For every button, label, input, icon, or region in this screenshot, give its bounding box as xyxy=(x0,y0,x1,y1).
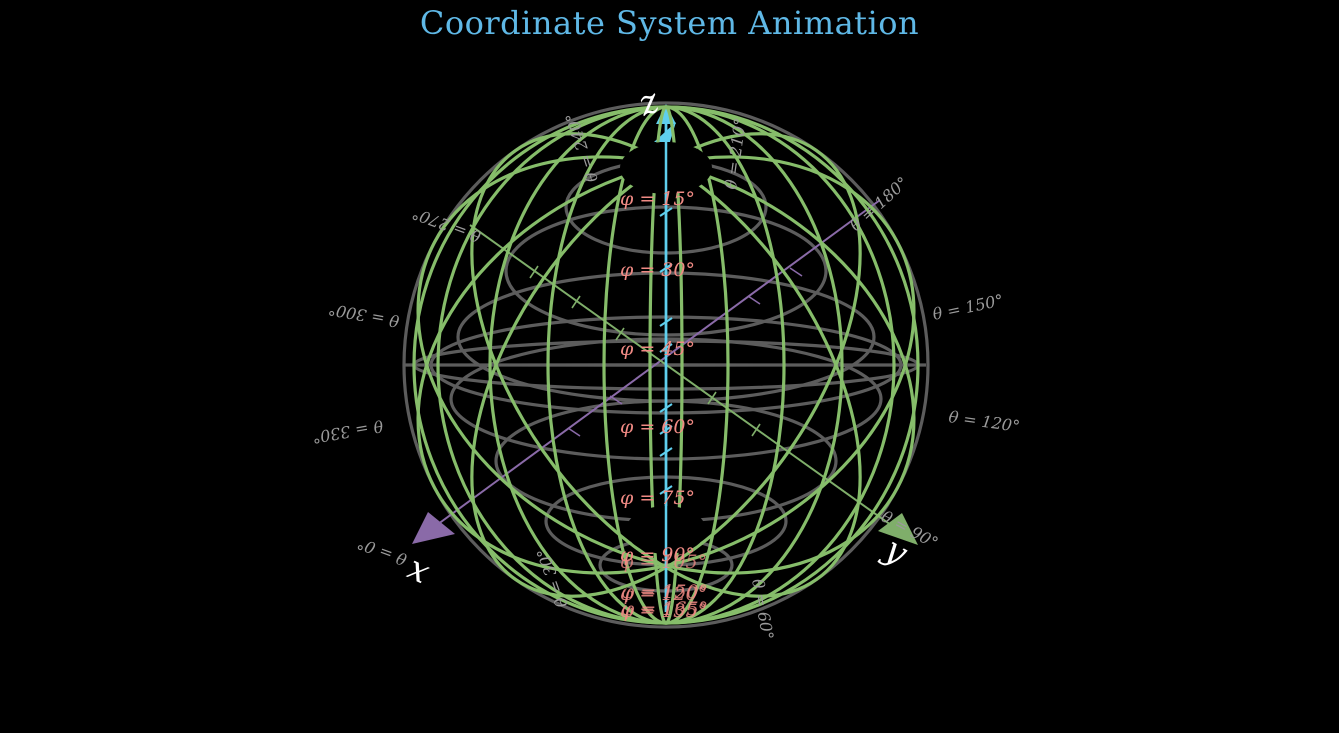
theta-label-120: θ = 120° xyxy=(947,407,1021,436)
x-axis-tick xyxy=(609,395,623,405)
y-axis-tick xyxy=(615,327,625,341)
meridian-grid xyxy=(412,105,920,625)
sphere-outline xyxy=(402,101,930,629)
phi-label-150: φ = 150° xyxy=(621,581,708,603)
tilted-great-circle xyxy=(416,155,916,575)
x-axis-tick xyxy=(789,267,803,277)
meridian-curve xyxy=(412,105,920,625)
phi-label-75: φ = 75° xyxy=(620,487,695,509)
tilted-great-circle xyxy=(416,155,916,575)
x-axis-line xyxy=(429,199,881,531)
y-axis-line xyxy=(469,224,899,531)
y-axis-label: y xyxy=(876,528,915,574)
tilted-great-circle xyxy=(470,132,862,598)
x-axis-tick xyxy=(747,295,761,305)
phi-label-90: φ = 90° xyxy=(620,544,695,566)
page-title: Coordinate System Animation xyxy=(419,4,920,42)
phi-label-45: φ = 45° xyxy=(620,338,695,360)
y-axis-tick xyxy=(707,391,717,405)
x-axis-tick xyxy=(567,427,581,437)
phi-label-30: φ = 30° xyxy=(620,259,695,281)
theta-label-330: θ = 330° xyxy=(311,416,385,447)
phi-label-165: φ = 165° xyxy=(621,598,708,620)
y-axis-arrowhead xyxy=(878,513,918,545)
phi-label-60: φ = 60° xyxy=(620,416,695,438)
theta-label-300: θ = 300° xyxy=(327,300,401,331)
x-axis-arrowhead xyxy=(412,512,455,544)
theta-label-60: θ = 60° xyxy=(748,577,777,641)
y-axis-tick xyxy=(751,423,761,437)
phi-label-15: φ = 15° xyxy=(620,188,695,210)
tilted-great-circle xyxy=(470,132,862,598)
phi-label-120: φ = 120° xyxy=(620,583,707,605)
phi-label-135: φ = 135° xyxy=(620,600,707,622)
phi-label-105: φ = 105° xyxy=(620,551,707,573)
theta-label-0: θ = 0° xyxy=(355,534,410,569)
theta-label-240: θ = 240° xyxy=(562,111,602,185)
y-axis-tick xyxy=(529,265,539,279)
theta-label-150: θ = 150° xyxy=(931,290,1005,324)
y-axis-tick xyxy=(571,295,581,309)
